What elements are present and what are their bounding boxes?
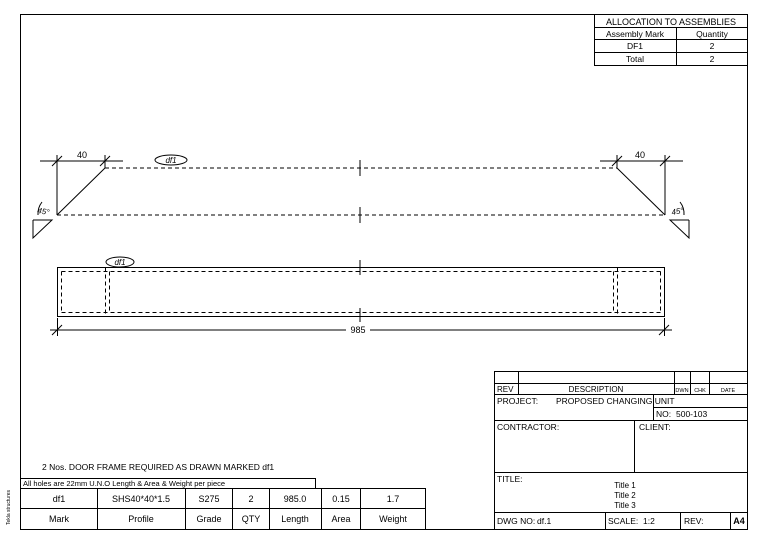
tb-title-label: TITLE: — [497, 474, 523, 484]
parts-value-qty: 2 — [248, 494, 253, 504]
dim-overall-length: 985 — [350, 325, 365, 335]
parts-header-length: Length — [281, 514, 309, 524]
requirement-note: 2 Nos. DOOR FRAME REQUIRED AS DRAWN MARK… — [42, 462, 274, 472]
angle-right: 45° — [671, 206, 685, 217]
parts-value-weight: 1.7 — [387, 494, 400, 504]
allocation-row-qty: 2 — [710, 41, 715, 51]
allocation-header-mark: Assembly Mark — [606, 29, 665, 39]
allocation-total-label: Total — [626, 54, 644, 64]
allocation-header-qty: Quantity — [696, 29, 728, 39]
tb-dwn-label: DWN — [675, 388, 688, 394]
parts-value-area: 0.15 — [332, 494, 350, 504]
tb-no-label: NO: — [656, 409, 671, 419]
dim-left-chamfer: 40 — [77, 150, 87, 160]
parts-value-length: 985.0 — [284, 494, 307, 504]
tb-contractor-label: CONTRACTOR: — [497, 422, 559, 432]
parts-value-profile: SHS40*40*1.5 — [112, 494, 170, 504]
top-view-part-mark: df1 — [165, 156, 176, 165]
tb-scale-value: 1:2 — [643, 516, 655, 526]
parts-header-qty: QTY — [242, 514, 261, 524]
dim-length-mask — [346, 325, 370, 334]
tb-sheet-size: A4 — [733, 516, 745, 526]
tb-title-1: Title 1 — [614, 481, 636, 490]
tb-scale-label: SCALE: — [608, 516, 638, 526]
side-view-part-mark: df1 — [114, 258, 125, 267]
parts-header-weight: Weight — [379, 514, 407, 524]
parts-header-grade: Grade — [196, 514, 221, 524]
parts-header-mark: Mark — [49, 514, 69, 524]
tb-project-value: PROPOSED CHANGING UNIT — [556, 396, 675, 406]
parts-value-grade: S275 — [198, 494, 219, 504]
tb-client-label: CLIENT: — [639, 422, 671, 432]
tb-project-label: PROJECT: — [497, 396, 538, 406]
tb-dwg-no-value: df.1 — [537, 516, 551, 526]
holes-note: All holes are 22mm U.N.O Length & Area &… — [23, 479, 225, 488]
angle-left: 45° — [37, 206, 51, 217]
sidebar-text: Tekla structures — [6, 489, 12, 525]
title-block — [494, 371, 748, 530]
allocation-total-qty: 2 — [710, 54, 715, 64]
parts-header-profile: Profile — [128, 514, 154, 524]
parts-table — [20, 478, 426, 530]
tb-no-value: 500-103 — [676, 409, 707, 419]
tb-description-label: DESCRIPTION — [569, 385, 624, 394]
tb-rev-bottom-label: REV: — [684, 516, 704, 526]
tb-title-3: Title 3 — [614, 501, 636, 510]
tb-rev-label: REV — [497, 385, 514, 394]
allocation-table — [594, 14, 748, 66]
top-view — [32, 154, 690, 240]
allocation-row-mark: DF1 — [627, 41, 643, 51]
tb-title-2: Title 2 — [614, 491, 636, 500]
tb-chk-label: CHK — [694, 388, 706, 394]
dim-right-chamfer: 40 — [635, 150, 645, 160]
parts-header-area: Area — [331, 514, 350, 524]
tb-dwg-no-label: DWG NO: — [497, 516, 535, 526]
tb-date-label: DATE — [721, 388, 736, 394]
allocation-title: ALLOCATION TO ASSEMBLIES — [606, 17, 736, 27]
parts-value-mark: df1 — [53, 494, 66, 504]
